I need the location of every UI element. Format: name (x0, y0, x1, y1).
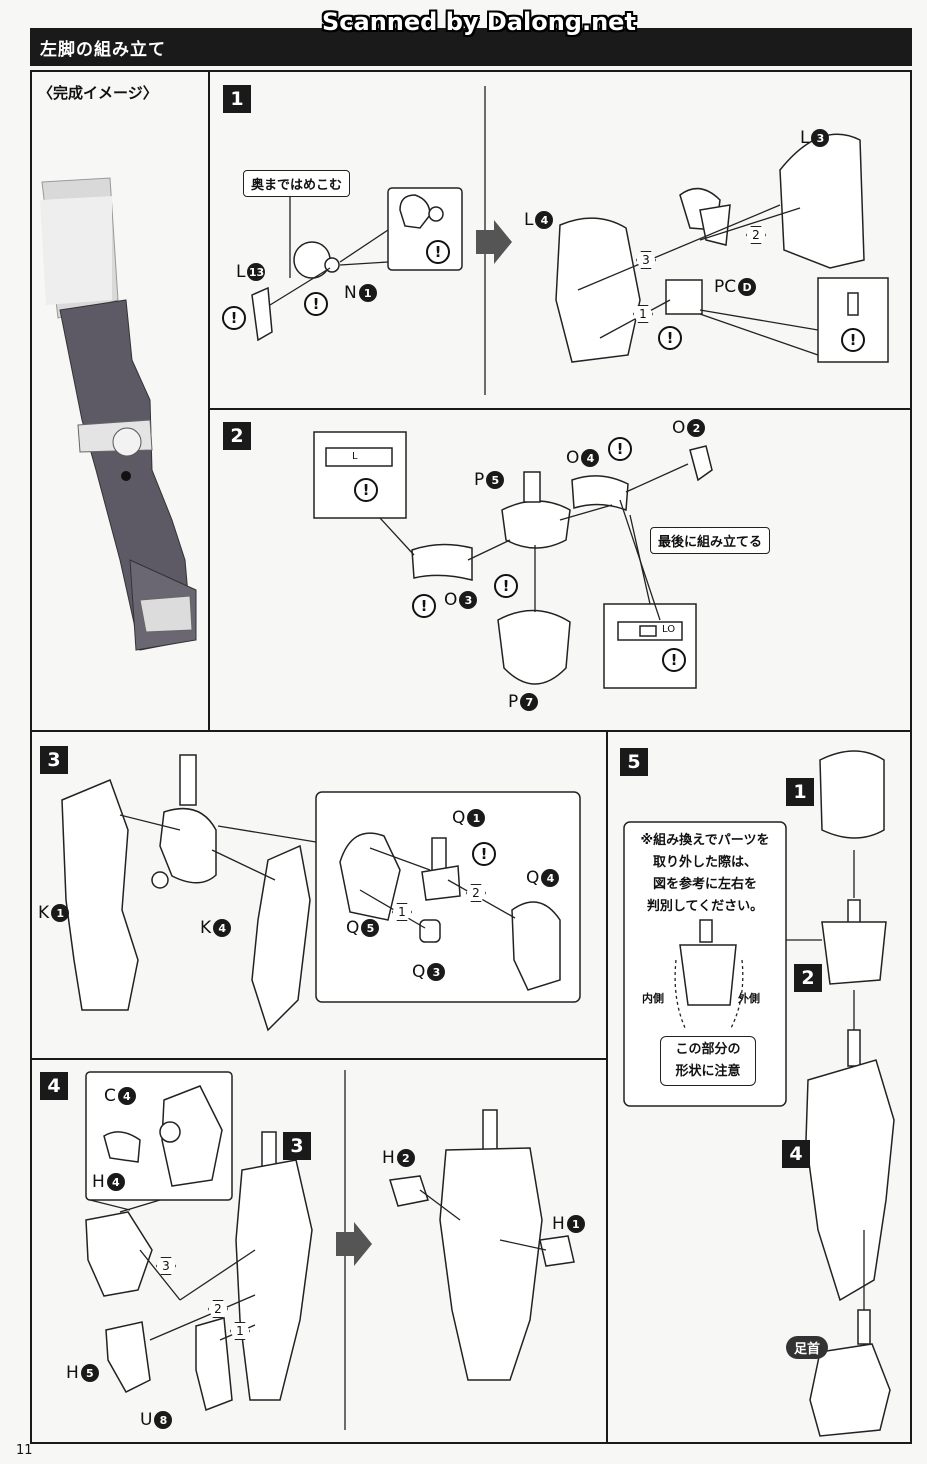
step1-callout: 奥まではめこむ (243, 170, 351, 197)
caution-icon: ! (608, 437, 632, 461)
header-bar (30, 28, 912, 66)
outer-side-label: 外側 (738, 992, 760, 1005)
page-title: 左脚の組み立て (40, 40, 166, 60)
completed-leg-image (40, 177, 197, 651)
ankle-label: 足首 (786, 1336, 829, 1359)
step1-seq-2: 2 (746, 226, 766, 244)
step4-seq-1: 1 (230, 1322, 250, 1340)
step2-callout: 最後に組み立てる (650, 527, 771, 554)
caution-icon: ! (841, 328, 865, 352)
caution-icon: ! (426, 240, 450, 264)
step1-seq-3: 3 (636, 251, 656, 269)
caution-icon: ! (494, 574, 518, 598)
step5-caution-box: この部分の 形状に注意 (660, 1036, 756, 1086)
step4-seq-2: 2 (208, 1300, 228, 1318)
caution-icon: ! (662, 648, 686, 672)
step4-seq-3: 3 (156, 1257, 176, 1275)
step5-note: ※組み換えでパーツを 取り外した際は、 図を参考に左右を 判別してください。 (640, 833, 770, 914)
inner-side-label: 内側 (642, 992, 664, 1005)
preview-title: 〈完成イメージ〉 (38, 84, 158, 102)
step3-seq-1: 1 (392, 903, 412, 921)
page-number: 11 (16, 1443, 33, 1458)
watermark: Scanned by Dalong.net (322, 8, 636, 36)
step2-badge: 2 (223, 422, 251, 450)
step5-ref-1: 1 (786, 778, 814, 806)
step1-badge: 1 (223, 85, 251, 113)
step5-ref-4: 4 (782, 1140, 810, 1168)
caution-icon: ! (304, 292, 328, 316)
step5-ref-2: 2 (794, 964, 822, 992)
step3-seq-2: 2 (466, 884, 486, 902)
step5-badge: 5 (620, 748, 648, 776)
step4-badge: 4 (40, 1072, 68, 1100)
step4-ref-badge: 3 (283, 1132, 311, 1160)
caution-icon: ! (222, 306, 246, 330)
step2-mark-lo: LO (662, 624, 676, 635)
caution-icon: ! (472, 842, 496, 866)
step2-mark-l: L (352, 451, 358, 462)
step1-seq-1: 1 (633, 305, 653, 323)
caution-icon: ! (354, 478, 378, 502)
step3-badge: 3 (40, 746, 68, 774)
caution-icon: ! (412, 594, 436, 618)
caution-icon: ! (658, 326, 682, 350)
step5-panel (606, 730, 912, 1444)
